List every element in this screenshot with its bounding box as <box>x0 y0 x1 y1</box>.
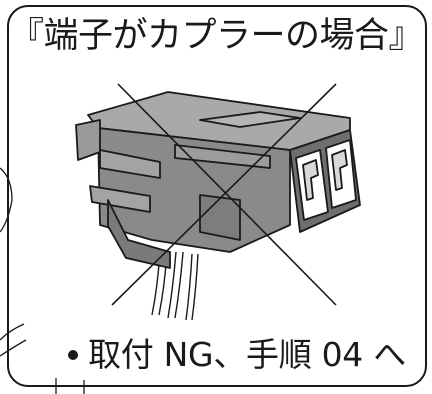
panel-title: 『端子がカプラーの場合』 <box>8 16 424 56</box>
result-text: 取付 NG、手順 04 へ <box>88 335 406 374</box>
result-note: 取付 NG、手順 04 へ <box>52 333 422 377</box>
panel-frame <box>7 5 427 387</box>
cross-mark-icon <box>111 83 337 306</box>
connector-body <box>75 91 361 269</box>
bullet-dot-icon <box>68 350 79 360</box>
